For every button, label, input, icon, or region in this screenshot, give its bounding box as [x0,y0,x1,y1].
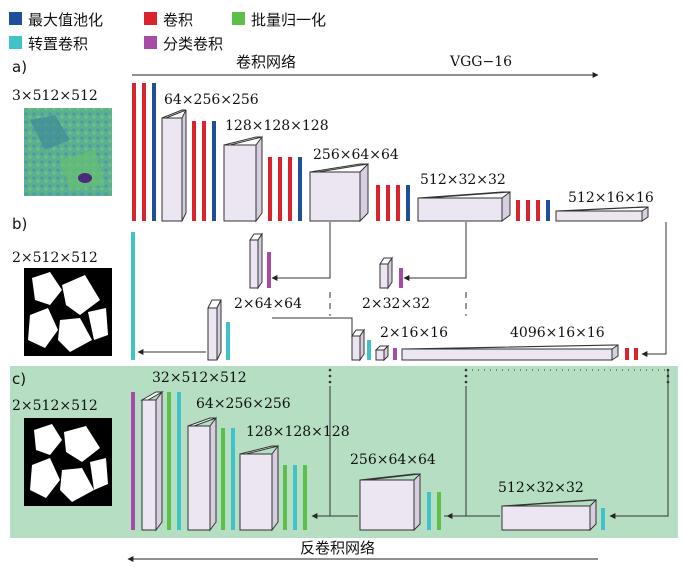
feature-box-256x64x64 [309,162,369,223]
bn-bar [167,392,171,530]
legend-label-cls: 分类卷积 [163,35,224,53]
bn-bar [221,428,225,530]
legend-label-conv: 卷积 [163,11,194,29]
deconv-box-512x32x32 [501,498,597,532]
shape-label-a-3: 256×64×64 [313,147,399,163]
tconv-bar-output [131,232,135,360]
conv-bar [526,200,530,221]
fcn-connectors [137,222,667,357]
upsample-box-left [207,299,222,361]
output-b-size-label: 2×512×512 [12,250,98,266]
decoder-connectors [311,370,669,519]
input-image-thumbnail [24,108,112,196]
conv-bar [132,83,136,221]
legend-swatch-tconv [9,36,22,49]
pool-bar [298,157,302,221]
tconv-bar [231,428,235,530]
shape-label-c-1: 32×512×512 [152,370,247,386]
tconv-bar [601,508,605,530]
output-c-size-label: 2×512×512 [12,398,98,414]
conv-bar [278,157,282,221]
feature-box-128x128x128 [223,135,263,223]
legend-swatch-bn [232,12,245,25]
shape-label-a-2: 128×128×128 [225,118,329,134]
deconv-box-64x256x256 [187,416,217,532]
shape-label-b-1: 2×64×64 [234,296,302,312]
cls-bar [399,268,403,288]
conv-bar [142,83,146,221]
conv-bar [625,348,629,360]
conv-bar [202,121,206,221]
decoder-layers [131,368,670,532]
conv-bar [288,157,292,221]
tconv-bar [177,392,181,530]
bn-bar [303,465,307,530]
score-box-2x64x64 [249,232,263,290]
feature-box-512x16x16 [555,206,649,222]
row-c-marker: c) [12,370,27,388]
legend-label-maxpool: 最大值池化 [28,11,104,29]
pool-bar [406,185,410,221]
tconv-bar [226,322,230,360]
tconv-bar [367,340,371,360]
conv-bar [376,185,380,221]
shape-label-b-2: 2×32×32 [362,296,430,312]
conv-bar [536,200,540,221]
output-b-thumbnail [24,268,112,356]
legend-swatch-maxpool [9,12,22,25]
row-b-marker: b) [12,215,28,233]
bn-bar [437,492,441,530]
legend-label-tconv: 转置卷积 [28,35,89,53]
bn-bar [283,465,287,530]
conv-bar [386,185,390,221]
tconv-bar [293,465,297,530]
legend-swatch-conv [144,12,157,25]
score-box-2x32x32 [379,256,393,290]
score-box-2x16x16-b [374,344,390,362]
feature-box-4096x16x16 [401,344,619,361]
conv-bar [634,348,638,360]
decoder-dots [328,368,670,384]
output-c-thumbnail [24,418,112,506]
cls-bar [393,348,397,360]
conv-net-label: 卷积网络 [236,53,297,71]
pool-bar [152,83,156,221]
pool-bar [546,200,550,221]
tconv-bar [427,492,431,530]
shape-label-a-5: 512×16×16 [568,190,654,206]
deconv-net-label: 反卷积网络 [300,539,376,557]
shape-label-a-4: 512×32×32 [420,172,506,188]
vgg-label: VGG−16 [450,54,513,70]
conv-bar [396,185,400,221]
conv-bar [268,157,272,221]
conv-bar [516,200,520,221]
legend-swatch-cls [144,36,157,49]
score-box-2x16x16-a [351,328,365,362]
conv-bar [192,121,196,221]
shape-label-c-3: 128×128×128 [246,424,350,440]
deconv-box-32x512x512 [140,390,164,532]
legend-label-bn: 批量归一化 [251,11,327,29]
feature-box-64x256x256 [161,109,187,222]
shape-label-b-4: 4096×16×16 [510,325,605,341]
shape-label-a-1: 64×256×256 [164,92,259,108]
shape-label-b-3: 2×16×16 [380,325,448,341]
shape-label-c-4: 256×64×64 [350,452,436,468]
deconv-box-256x64x64 [359,472,421,532]
input-size-label: 3×512×512 [12,88,98,104]
pool-bar [212,121,216,221]
cls-bar [131,392,135,530]
cls-bar [267,252,271,288]
deconv-box-128x128x128 [239,444,279,532]
fcn-row [131,222,667,362]
shape-label-c-2: 64×256×256 [196,396,291,412]
shape-label-c-5: 512×32×32 [498,480,584,496]
row-a-marker: a) [12,58,28,76]
feature-box-512x32x32 [417,191,511,222]
encoder-layers [132,83,649,223]
